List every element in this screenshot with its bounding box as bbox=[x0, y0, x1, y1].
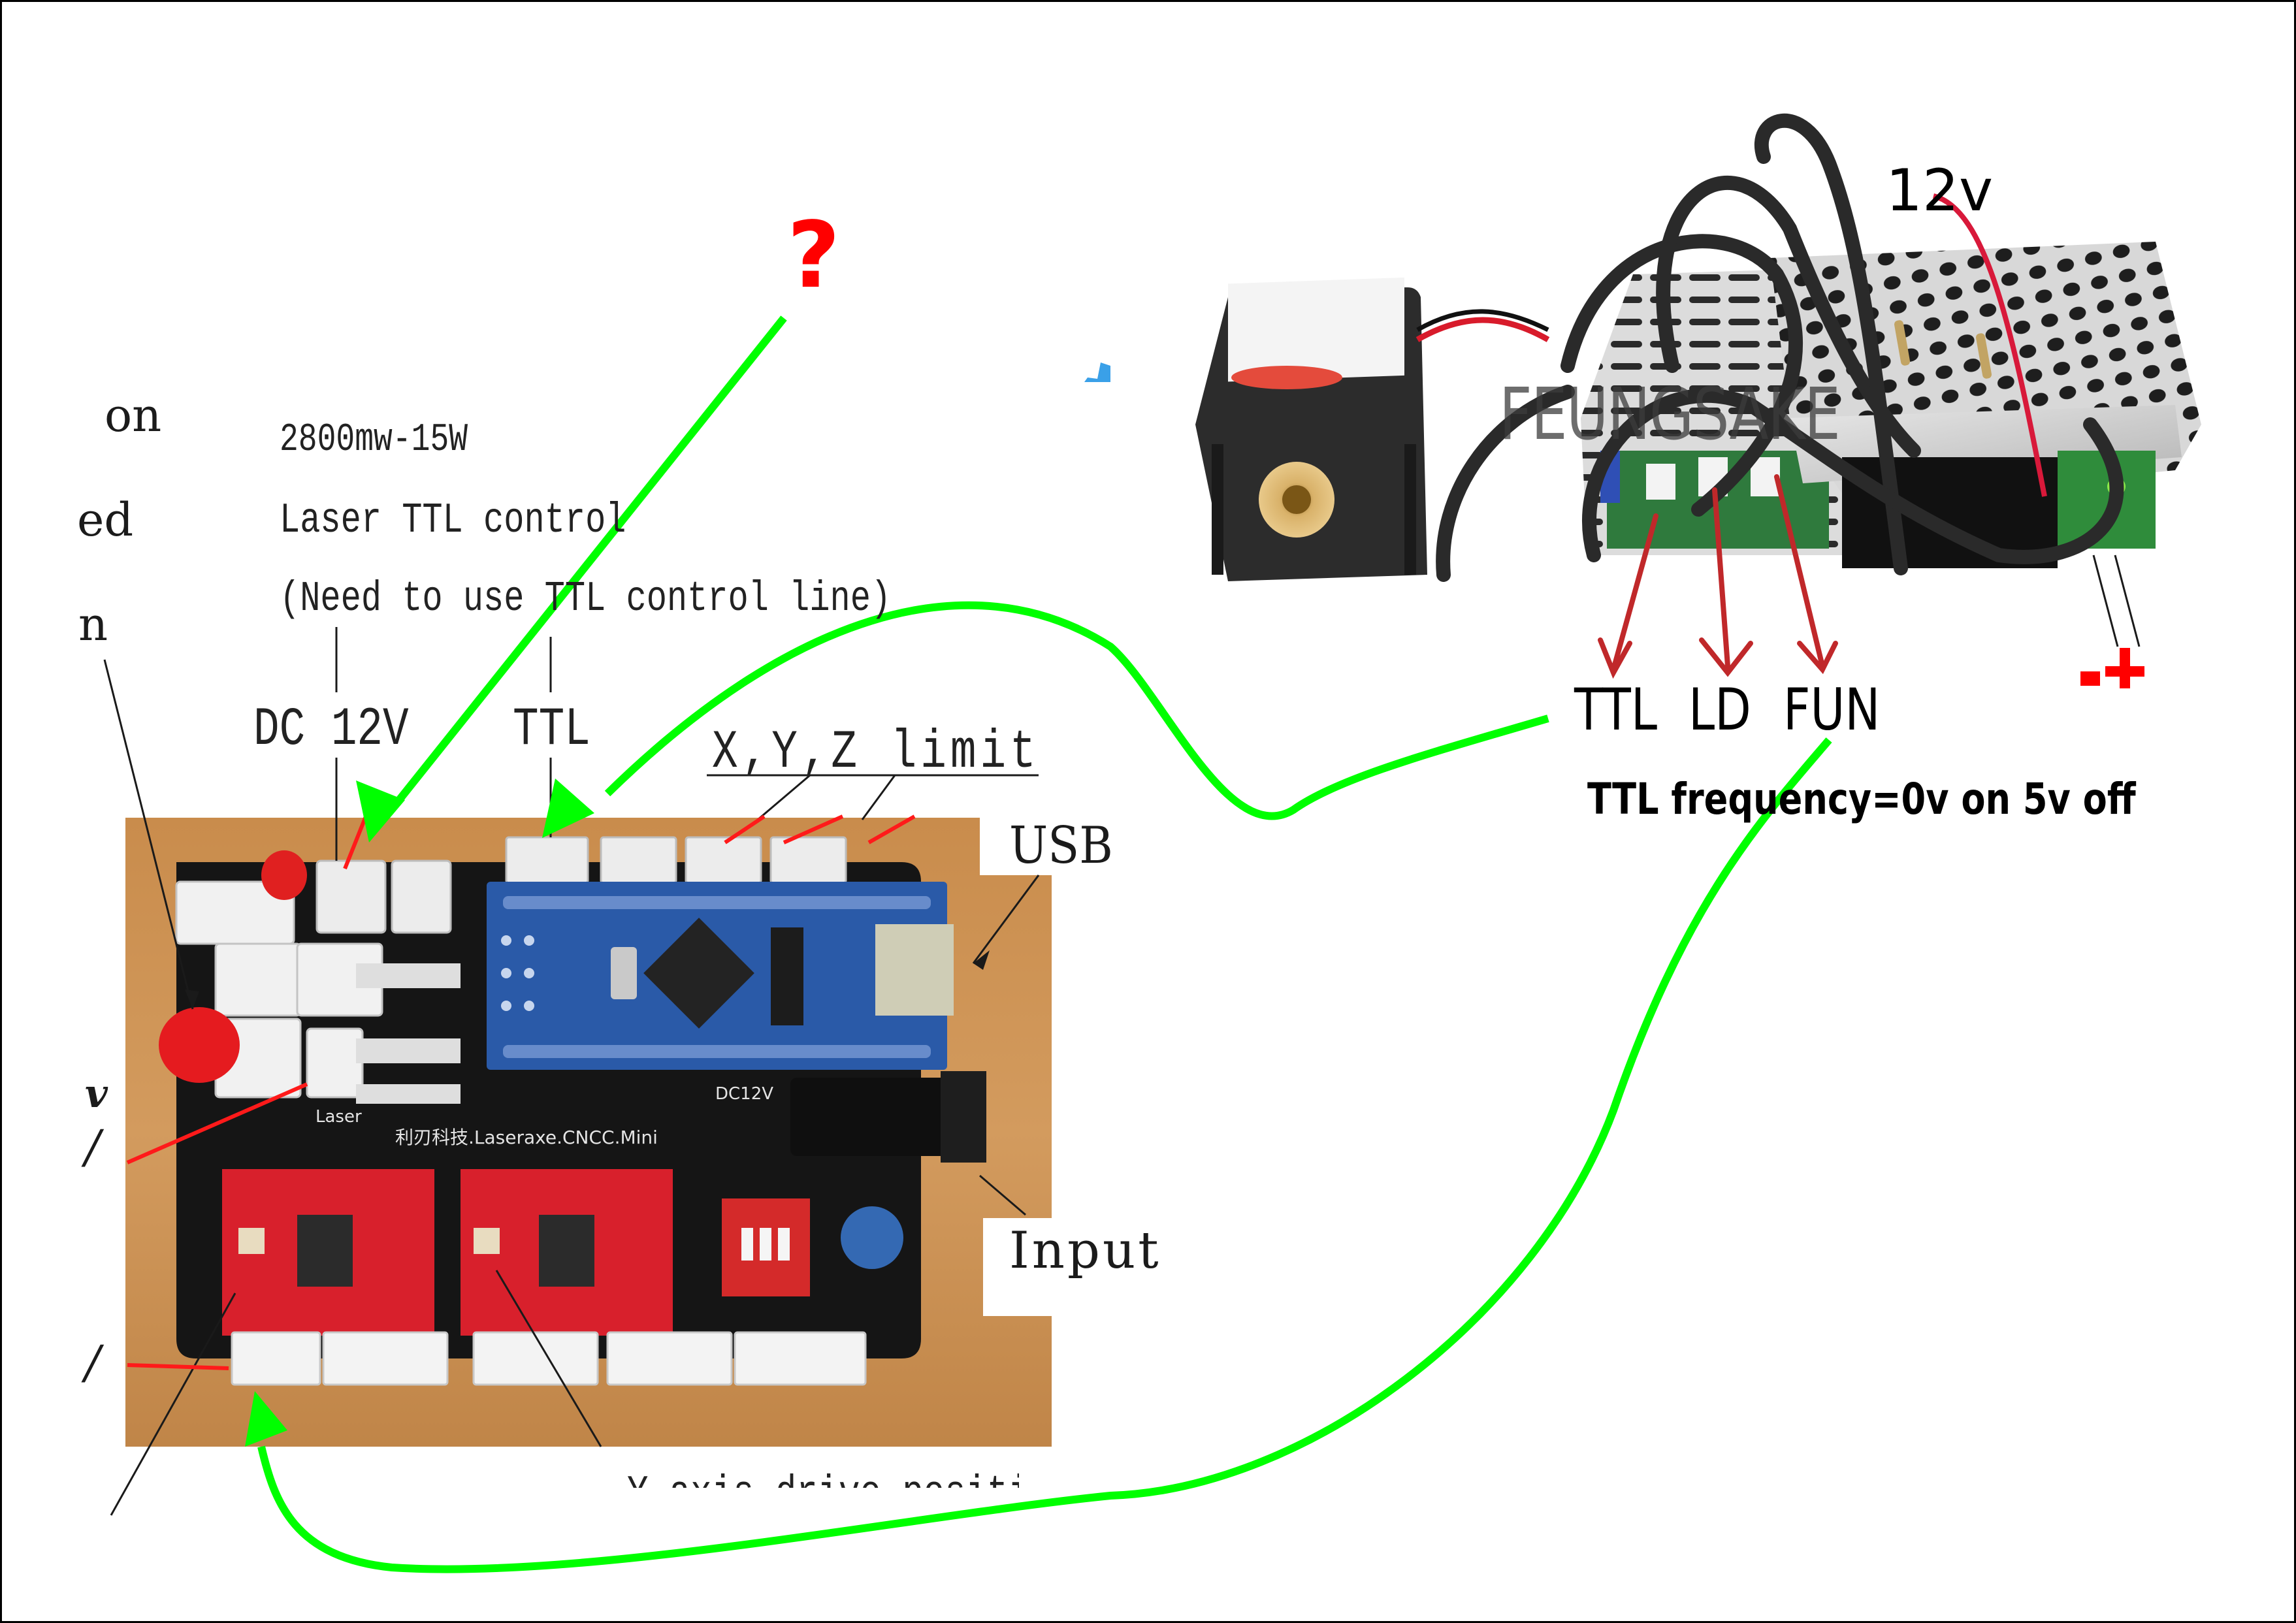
bottom-connectors bbox=[231, 1331, 867, 1386]
laser-module bbox=[1195, 277, 1550, 581]
cables bbox=[1436, 113, 2124, 582]
arrowhead-ttl bbox=[542, 779, 594, 838]
danger-label bbox=[1231, 366, 1342, 389]
cut-label-on: on bbox=[105, 389, 162, 442]
cut-label-v: v bbox=[85, 1071, 108, 1117]
red-wire bbox=[1932, 193, 2047, 497]
arrowhead-fun bbox=[245, 1391, 287, 1447]
dc-barrel-jack bbox=[790, 1078, 947, 1156]
watermark-text: FEUNGSAKE bbox=[1499, 372, 1841, 456]
blue-artifact bbox=[1084, 362, 1110, 382]
psu-12v-label: 12v bbox=[1886, 157, 1994, 224]
green-wire-fun bbox=[257, 737, 1832, 1573]
silk-brand: 利刃科技.Laseraxe.CNCC.Mini bbox=[395, 1127, 658, 1148]
left-connectors bbox=[175, 880, 383, 1099]
green-wires bbox=[257, 315, 1832, 1573]
laser-ttl-note-text: (Need to use TTL control line) bbox=[280, 575, 892, 623]
polarity-plus-v bbox=[2120, 648, 2130, 688]
question-mark: ? bbox=[787, 202, 841, 309]
silk-dc12v: DC12V bbox=[715, 1084, 774, 1104]
mini-usb-port bbox=[875, 924, 954, 1016]
red-marker-lines bbox=[126, 814, 916, 1370]
cut-label-ed: ed bbox=[77, 493, 134, 547]
green-wire-dc12v bbox=[385, 315, 787, 816]
stepper-driver-x bbox=[222, 1169, 434, 1336]
pin-ld-label: LD bbox=[1689, 676, 1751, 743]
regulators bbox=[356, 963, 461, 1104]
ttl-frequency-note: TTL frequency=0v on 5v off bbox=[1587, 774, 2136, 824]
pin-arrows bbox=[1598, 474, 1838, 679]
polarity-minus-mark bbox=[2080, 671, 2100, 686]
top-connectors bbox=[315, 836, 847, 934]
silk-laser: Laser bbox=[315, 1107, 362, 1127]
capacitor bbox=[841, 1206, 903, 1269]
pin-ttl-label: TTL bbox=[1574, 676, 1658, 743]
red-power-button bbox=[159, 1007, 240, 1083]
arrowhead-dc12v bbox=[356, 780, 405, 843]
bottom-cut-label: Y-axis drive position bbox=[627, 1470, 1019, 1488]
cut-label-slash-2: / bbox=[85, 1336, 101, 1389]
xyz-limit-label: X,Y,Z limit bbox=[712, 722, 1040, 783]
leader-arrowheads bbox=[185, 950, 990, 1009]
dc12v-label: DC 12V bbox=[253, 699, 409, 760]
pin-fun-label: FUN bbox=[1783, 676, 1881, 743]
leader-lines bbox=[103, 554, 2141, 1516]
ttl-label: TTL bbox=[513, 699, 590, 760]
cut-label-slash-1: / bbox=[85, 1120, 101, 1174]
laser-ttl-control-text: Laser TTL control bbox=[280, 496, 626, 545]
usb-label: USB bbox=[1009, 816, 1113, 875]
arduino-nano bbox=[487, 882, 954, 1070]
green-wire-ttl bbox=[604, 601, 1549, 820]
green-arrowheads bbox=[245, 779, 594, 1447]
input-label: Input bbox=[1009, 1221, 1161, 1280]
cut-label-n: n bbox=[78, 598, 108, 651]
board-photo bbox=[125, 816, 1159, 1447]
laser-power-text: 2800mw-15W bbox=[280, 418, 468, 462]
plug-pins bbox=[1894, 320, 1992, 379]
bottom-cut-label-clip: Y-axis drive position bbox=[627, 1470, 1019, 1488]
stepper-driver-y bbox=[461, 1169, 673, 1336]
